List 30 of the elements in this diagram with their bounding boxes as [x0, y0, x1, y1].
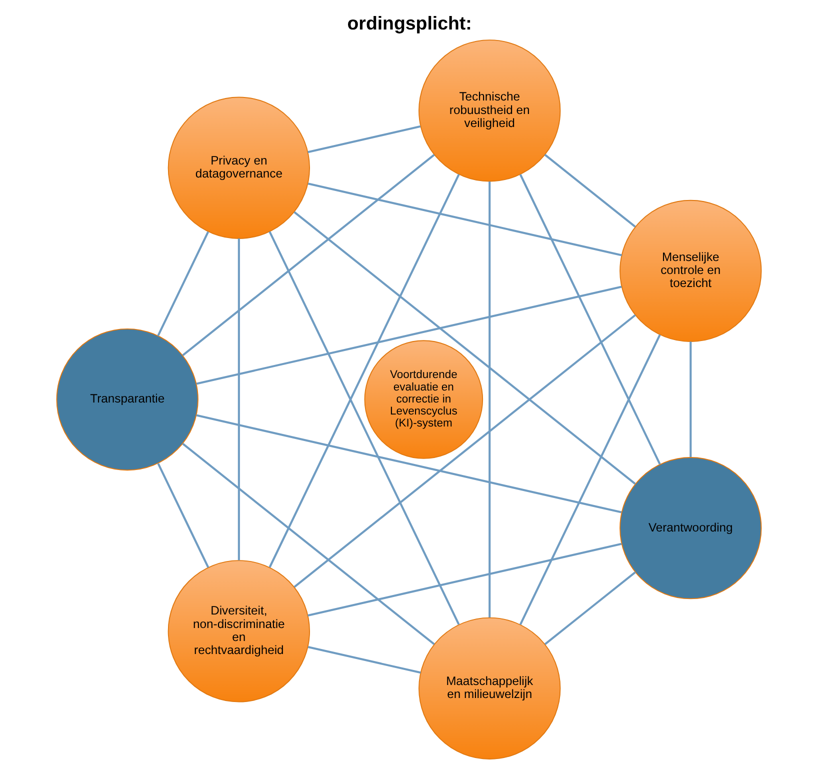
node-circle: Diversiteit, non-discriminatie en rechtvaardigheid: [168, 560, 310, 702]
node-circle: Menselijke controle en toezicht: [620, 200, 762, 342]
connector: [196, 286, 622, 385]
connector: [268, 174, 460, 568]
connector: [308, 542, 622, 616]
connector: [544, 154, 636, 228]
node-circle: Maatschappelijk en milieuwelzijn: [418, 617, 561, 760]
node-circle: Verantwoording: [620, 457, 762, 600]
connector: [519, 174, 661, 465]
diagram-title: ordingsplicht:: [347, 12, 472, 34]
connector: [544, 571, 636, 645]
connector: [157, 231, 210, 336]
connector: [196, 414, 622, 514]
connector: [238, 238, 240, 560]
connector: [294, 211, 636, 485]
connector: [308, 125, 421, 154]
connector: [308, 182, 622, 256]
connector: [182, 442, 435, 646]
connector: [690, 342, 692, 458]
connector: [157, 463, 210, 568]
connector: [308, 646, 421, 674]
connector: [182, 154, 435, 356]
connector: [294, 314, 636, 588]
node-circle: Privacy en datagovernance: [168, 96, 310, 239]
node-circle: Voortdurende evaluatie en correctie in Levenscyclus (KI)-system: [364, 340, 484, 459]
node-circle: Technische robuustheid en veiligheid: [418, 40, 561, 182]
connector: [519, 334, 661, 626]
connector: [488, 182, 491, 618]
connector: [268, 231, 460, 625]
node-circle: Transparantie: [56, 328, 198, 471]
